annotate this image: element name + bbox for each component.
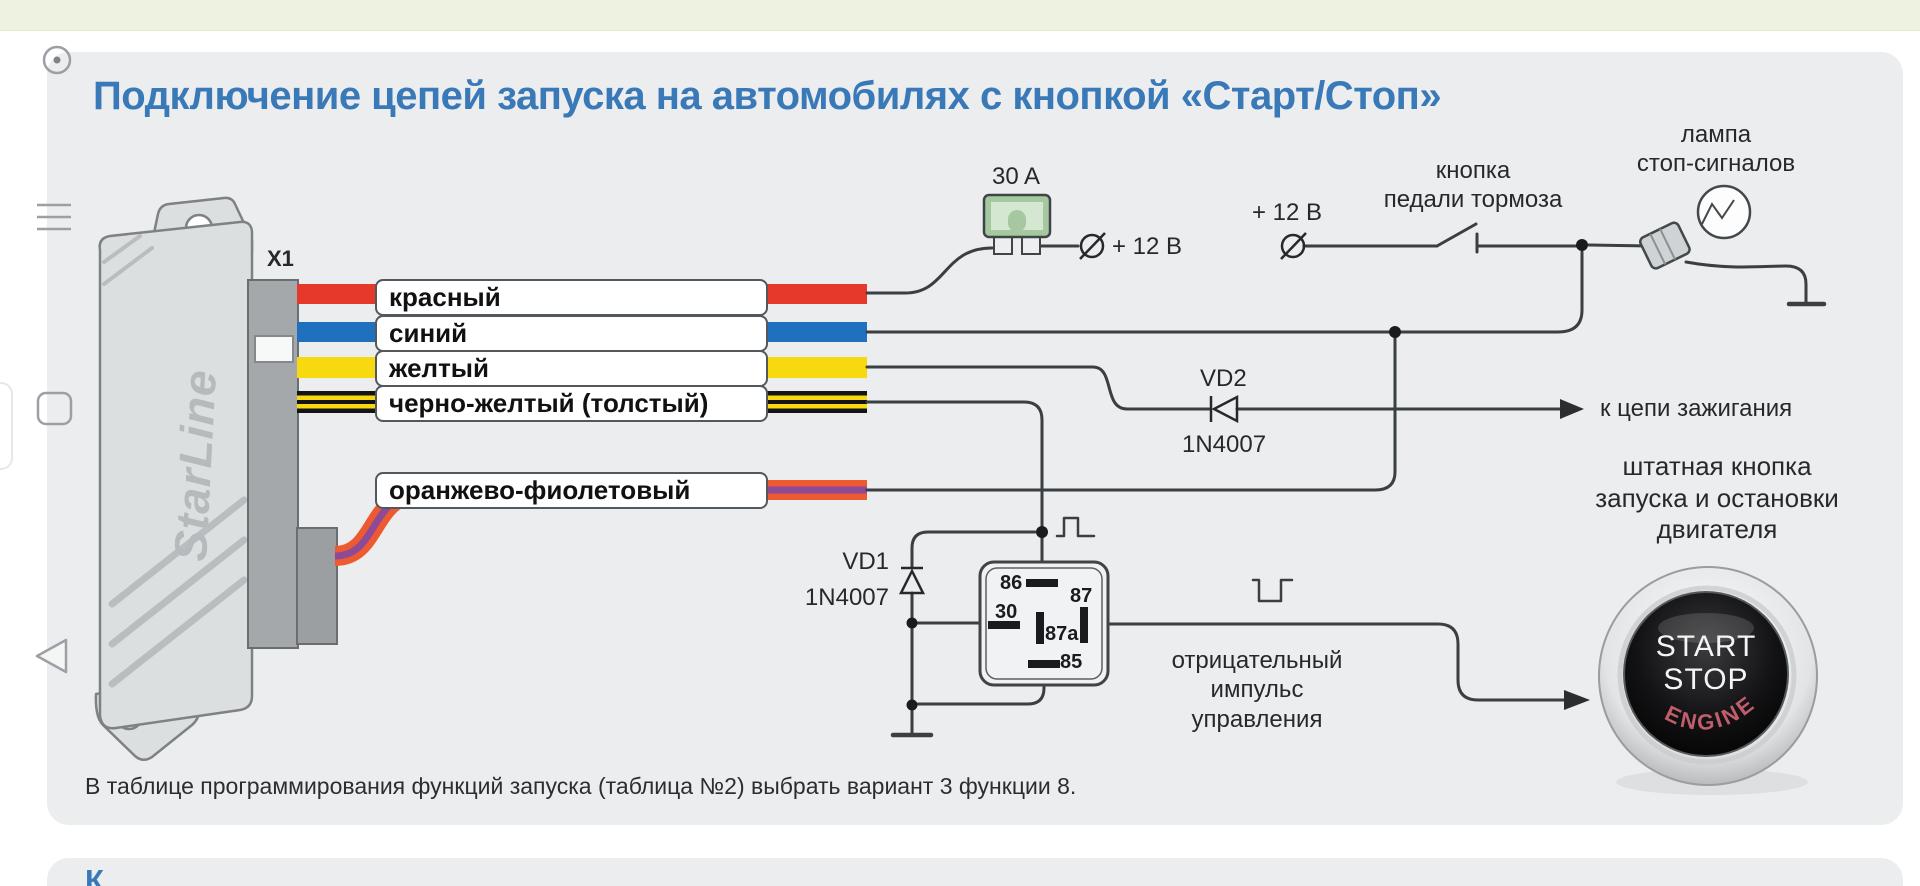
programming-note: В таблице программирования функций запус… (85, 773, 1077, 799)
button-start-text: START (1655, 630, 1757, 663)
diagram-card (47, 52, 1903, 825)
wire-yellow-line (865, 365, 1211, 411)
top-strip (0, 0, 1920, 31)
wire-to-pin85 (916, 666, 1046, 706)
wire-by-drop (865, 400, 1044, 528)
relay-pin87a-label: 87a (1045, 623, 1079, 645)
vd2-part: 1N4007 (1182, 431, 1267, 458)
starline-unit: StarLine (94, 196, 338, 761)
power-terminal-2 (1280, 232, 1307, 260)
relay-pin87-bar (1080, 607, 1088, 643)
plus12-label-1: + 12 В (1112, 233, 1183, 260)
wire-label-black-yellow: черно-желтый (толстый) (375, 385, 768, 422)
junction-vd1-85 (906, 699, 918, 711)
stop-lamp-bulb (1639, 184, 1752, 270)
oem-button-line2: запуска и остановки (1595, 482, 1839, 513)
wire-label-yellow: желтый (375, 350, 768, 387)
side-tab[interactable] (0, 382, 13, 470)
relay-pin87-label: 87 (1070, 585, 1093, 607)
relay-pin30-bar (988, 621, 1020, 629)
junction-vd1-30 (906, 617, 918, 629)
connector-window (254, 335, 294, 363)
button-stop-text: STOP (1663, 663, 1749, 696)
menu-icon[interactable] (37, 203, 71, 231)
negative-pulse-symbol (1251, 578, 1294, 603)
switch-blade (1435, 222, 1478, 248)
relay-pin85-label: 85 (1060, 651, 1083, 673)
relay (978, 560, 1110, 687)
oem-button-line3: двигателя (1656, 514, 1778, 545)
wire-label-blue: синий (375, 315, 768, 352)
relay-pin86-bar (1026, 579, 1058, 587)
brake-switch-label: кнопка педали тормоза (1384, 156, 1563, 215)
plus12-label-2: + 12 В (1251, 199, 1323, 226)
impulse-line2: импульс (1210, 676, 1304, 704)
fuse-30a (982, 193, 1052, 255)
vd2-name: VD2 (1200, 365, 1247, 392)
wire-blue-line (865, 250, 1584, 334)
unit-corner-lines (102, 234, 154, 286)
brand-logo: StarLine (164, 368, 226, 563)
positive-pulse-symbol (1055, 516, 1096, 538)
power-terminal-1 (1079, 232, 1106, 260)
wire-node-to-lamp (1587, 243, 1652, 248)
page-title: Подключение цепей запуска на автомобилях… (93, 74, 1442, 118)
brake-switch-line2: педали тормоза (1383, 186, 1563, 214)
wire-coil-branch (910, 530, 1037, 568)
relay-pin87a-bar (1036, 612, 1044, 644)
impulse-line3: управления (1191, 705, 1323, 733)
diode-vd1-symbol (898, 566, 926, 595)
relay-pin30-label: 30 (995, 601, 1018, 623)
next-section-title: К (85, 863, 104, 886)
start-stop-button[interactable]: ENGINE (1598, 566, 1818, 795)
junction-coil (1036, 526, 1048, 538)
vd1-part: 1N4007 (804, 584, 889, 611)
wire-red-line (865, 246, 994, 295)
ignition-label: к цепи зажигания (1600, 395, 1793, 422)
wire-relay-out (1086, 622, 1566, 702)
stop-lamp-line1: лампа (1680, 121, 1752, 148)
button-arrow (1564, 690, 1590, 710)
record-icon[interactable] (42, 45, 72, 75)
ignition-arrow (1560, 399, 1584, 419)
oem-button-line1: штатная кнопка (1622, 451, 1812, 481)
wire-lamp-to-ground (1684, 260, 1808, 304)
brake-switch-line1: кнопка (1435, 157, 1511, 184)
junction-dots (906, 239, 1588, 711)
oem-button-label: штатная кнопка запуска и остановки двига… (1595, 451, 1839, 546)
next-section-card (47, 858, 1903, 886)
unit-stripes (108, 496, 248, 688)
schematic-lines (865, 222, 1827, 738)
stop-lamp-line2: стоп-сигналов (1636, 150, 1796, 178)
junction-blue-orange (1389, 326, 1401, 338)
wire-label-orange-violet: оранжево-фиолетовый (375, 472, 768, 509)
prev-page-icon[interactable] (35, 638, 68, 674)
impulse-line1: отрицательный (1171, 647, 1343, 674)
stop-lamp-label: лампа стоп-сигналов (1637, 120, 1795, 179)
fuse-rating: 30 A (991, 163, 1041, 190)
vd1-name: VD1 (842, 548, 889, 575)
wire-orange-line (865, 336, 1397, 492)
diode-vd2-symbol (1209, 394, 1239, 424)
wire-label-red: красный (375, 279, 768, 316)
relay-pin85-bar (1028, 660, 1060, 668)
relay-pin86-label: 86 (1000, 572, 1023, 594)
junction-brake-lamp (1576, 239, 1588, 251)
connector-label: X1 (267, 246, 294, 271)
impulse-label: отрицательный импульс управления (1172, 646, 1343, 734)
connector-lower-block (296, 527, 338, 645)
page-thumbnail-icon[interactable] (36, 391, 73, 426)
